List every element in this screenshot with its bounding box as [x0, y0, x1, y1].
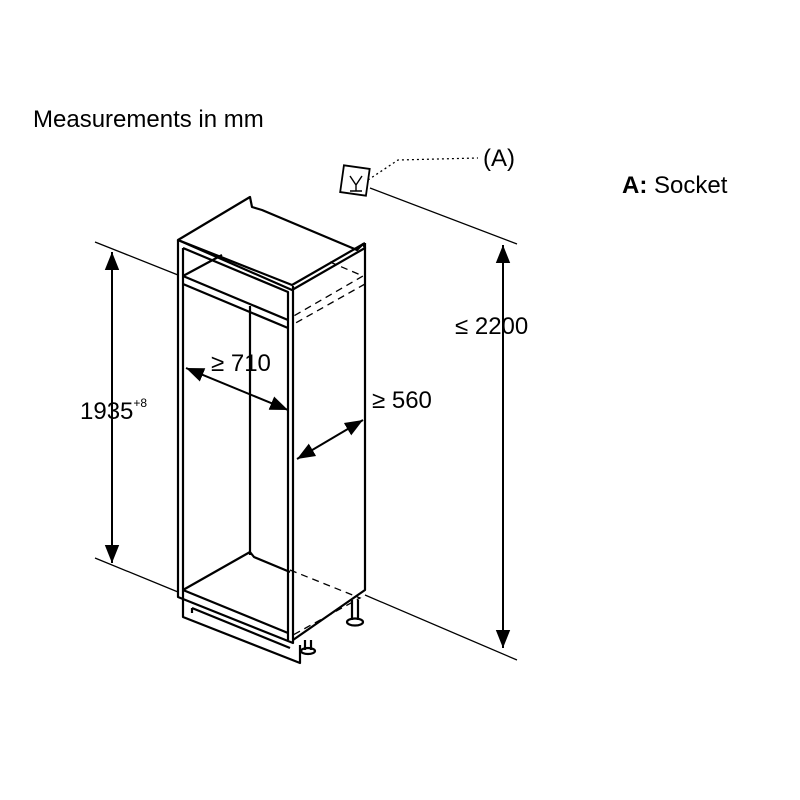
socket-leader	[367, 157, 479, 181]
legend: A: Socket	[622, 172, 727, 200]
cabinet-front	[176, 240, 295, 645]
cabinet-side	[292, 243, 367, 641]
cabinet-bottom	[182, 550, 291, 635]
dim-arrow-width	[185, 367, 289, 411]
leg	[350, 600, 360, 620]
dim-arrow-depth	[296, 419, 364, 460]
title: Measurements in mm	[33, 106, 264, 133]
socket-marker: (A)	[483, 145, 515, 172]
cabinet-plinth	[181, 597, 302, 665]
socket-icon	[339, 164, 371, 197]
legend-label: Socket	[654, 172, 728, 199]
dim-tolerance: +8	[133, 396, 148, 410]
cabinet-shelf	[182, 254, 289, 330]
dim-niche-depth: ≥ 560	[372, 387, 432, 414]
cabinet-top	[176, 195, 367, 292]
legend-key: A:	[622, 172, 648, 199]
dim-socket-height: ≤ 2200	[455, 313, 529, 340]
